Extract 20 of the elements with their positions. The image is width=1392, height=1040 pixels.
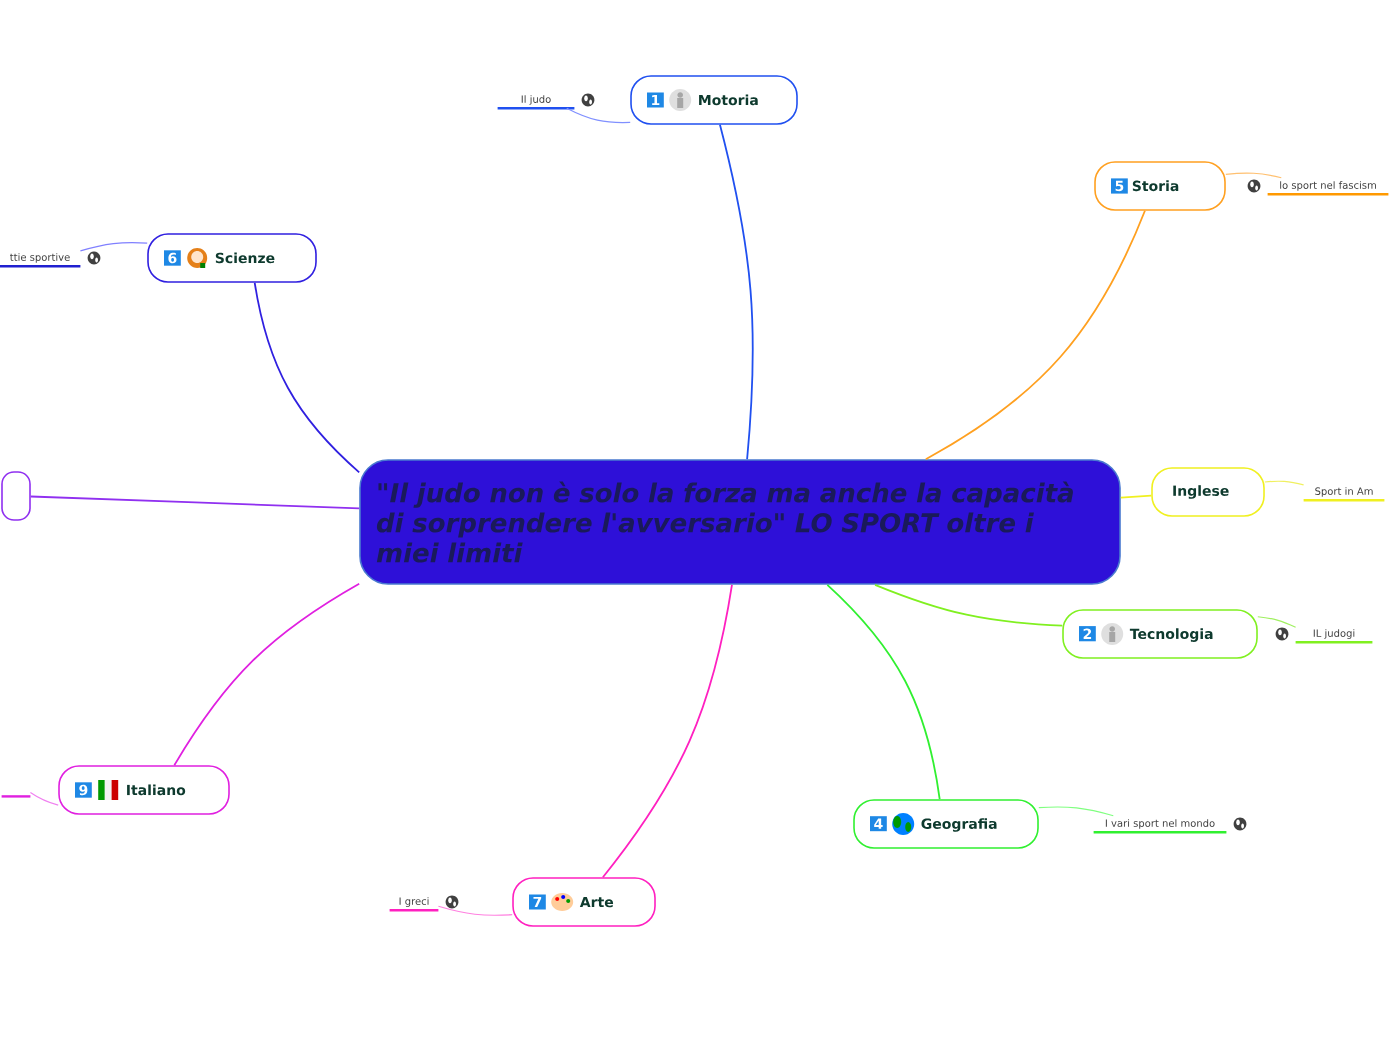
leaf-line [1,795,31,798]
connector [874,583,1064,627]
connector [173,582,361,767]
connector [29,791,59,806]
connector [566,107,631,124]
central-topic-box: "Il judo non è solo la forza ma anche la capacità di sorprendere l'avversario" LO SPORT oltre i miei limiti [359,459,1121,585]
connector [437,905,513,916]
connector [1119,494,1153,499]
connector [1264,480,1305,486]
connector [1225,172,1282,179]
connector [1038,806,1114,817]
connector [1257,616,1297,628]
connector [826,583,941,801]
connector [29,495,361,510]
connector [602,583,733,879]
connector [924,209,1146,461]
topic-box [1,471,31,521]
connector [79,241,148,252]
connector [253,281,361,474]
connector [719,123,754,461]
